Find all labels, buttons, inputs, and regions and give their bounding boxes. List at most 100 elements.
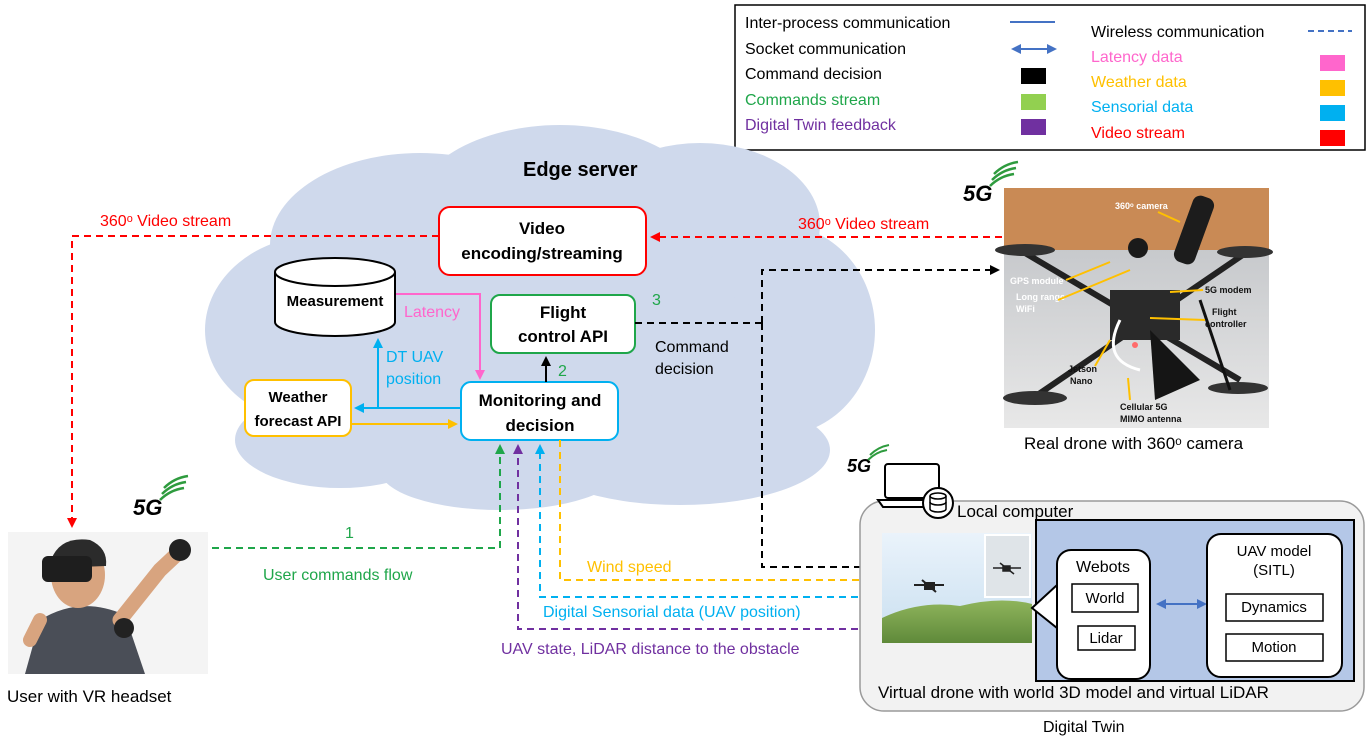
svg-text:5G: 5G (133, 495, 162, 520)
weather-forecast-api-box: Weather forecast API (244, 379, 352, 437)
legend-label-command: Command decision (745, 66, 882, 83)
edge-server-title: Edge server (523, 159, 638, 181)
weather-api-line2: forecast API (255, 413, 342, 430)
annotation-gps: GPS module (1010, 276, 1064, 286)
legend-frame (734, 4, 1366, 151)
flight-api-line1: Flight (540, 303, 587, 322)
uav-model-line1: UAV model (1237, 543, 1312, 560)
flight-control-api-box: Flight control API (490, 294, 636, 354)
laptop-database-icon (876, 463, 954, 519)
legend-label-dt-feedback: Digital Twin feedback (745, 117, 897, 134)
real-drone-caption: Real drone with 360ᵒ camera (1024, 434, 1244, 453)
annotation-antenna-2: MIMO antenna (1120, 414, 1182, 424)
step-2-label: 2 (558, 363, 567, 380)
video-box-line1: Video (519, 219, 565, 238)
annotation-modem: 5G modem (1205, 285, 1252, 295)
monitoring-line2: decision (506, 416, 575, 435)
virtual-drone-caption: Virtual drone with world 3D model and vi… (878, 683, 1269, 702)
video-stream-right-label: 360ᵒ Video stream (798, 216, 929, 233)
legend-swatch-weather (1320, 80, 1345, 96)
uav-model-box: UAV model (SITL) Dynamics Motion (1206, 533, 1343, 678)
vr-controller-left-icon (114, 618, 134, 638)
motion-label: Motion (1251, 639, 1296, 656)
legend-swatch-latency (1320, 55, 1345, 71)
webots-label: Webots (1076, 559, 1130, 576)
annotation-controller-1: Flight (1212, 307, 1237, 317)
video-box-line2: encoding/streaming (461, 244, 623, 263)
monitoring-decision-box: Monitoring and decision (460, 381, 619, 441)
legend-label-video: Video stream (1091, 125, 1185, 142)
local-computer-label: Local computer (957, 502, 1074, 521)
dynamics-module (1225, 593, 1324, 622)
annotation-jetson-2: Nano (1070, 376, 1093, 386)
legend-swatch-sensorial (1320, 105, 1345, 121)
measurement-label: Measurement (287, 293, 384, 310)
legend-label-wireless: Wireless communication (1091, 24, 1264, 41)
legend-swatch-dt-feedback (1021, 119, 1046, 135)
legend-label-commands-stream: Commands stream (745, 92, 880, 109)
annotation-jetson-1: Jetson (1068, 364, 1097, 374)
annotation-antenna-1: Cellular 5G (1120, 402, 1168, 412)
simulation-screenshot (882, 533, 1032, 643)
sensorial-data-flow (535, 444, 882, 598)
legend-label-weather: Weather data (1091, 74, 1187, 91)
legend: Inter-process communication Socket commu… (734, 4, 1366, 151)
sensorial-data-label: Digital Sensorial data (UAV position) (543, 604, 801, 621)
real-drone-photo: 360ᵒ camera GPS module Long range WiFi 5… (995, 188, 1273, 428)
wind-speed-label: Wind speed (587, 559, 672, 576)
drone-preview-icon (993, 562, 1021, 575)
five-g-badge-computer: 5G (847, 444, 890, 476)
video-encoding-box: Video encoding/streaming (438, 206, 647, 276)
legend-label-latency: Latency data (1091, 49, 1183, 66)
annotation-controller-2: controller (1205, 319, 1247, 329)
annotation-wifi-2: WiFi (1016, 304, 1035, 314)
user-commands-flow (200, 444, 505, 549)
lidar-module (1077, 625, 1136, 651)
uav-model-line2: (SITL) (1253, 562, 1295, 579)
svg-text:5G: 5G (963, 181, 992, 206)
uav-state-flow (513, 444, 882, 630)
world-label: World (1086, 590, 1125, 607)
latency-arrow (396, 293, 485, 380)
weather-api-line1: Weather (269, 389, 328, 406)
flight-api-line2: control API (518, 327, 608, 346)
command-decision-line1: Command (655, 339, 729, 356)
dt-position-line2: position (386, 371, 441, 388)
camera-icon (1173, 195, 1215, 265)
uav-state-label: UAV state, LiDAR distance to the obstacl… (501, 641, 800, 658)
svg-text:5G: 5G (847, 456, 871, 476)
digital-twin-label: Digital Twin (1043, 719, 1125, 736)
annotation-wifi-1: Long range (1016, 292, 1065, 302)
legend-label-interprocess: Inter-process communication (745, 15, 950, 32)
measurement-database: Measurement (274, 257, 396, 337)
command-to-real-drone (761, 265, 1000, 323)
virtual-drone-icon (914, 579, 944, 593)
command-decision-line2: decision (655, 361, 714, 378)
motion-module (1225, 633, 1324, 662)
webots-box: Webots World Lidar (1056, 549, 1151, 680)
legend-swatch-command (1021, 68, 1046, 84)
legend-label-socket: Socket communication (745, 41, 906, 58)
legend-swatch-video (1320, 130, 1345, 146)
five-g-badge-user: 5G (133, 474, 189, 520)
lidar-label: Lidar (1089, 630, 1122, 647)
monitoring-line1: Monitoring and (479, 391, 602, 410)
legend-swatch-commands-stream (1021, 94, 1046, 110)
five-g-badge-drone: 5G (963, 160, 1019, 206)
command-to-virtual-drone (761, 323, 878, 572)
world-module (1071, 583, 1139, 613)
step-3-label: 3 (652, 292, 661, 309)
video-stream-to-user (67, 235, 439, 528)
annotation-camera: 360ᵒ camera (1115, 201, 1169, 211)
vr-controller-icon (169, 539, 191, 561)
legend-label-sensorial: Sensorial data (1091, 99, 1193, 116)
dynamics-label: Dynamics (1241, 599, 1307, 616)
vr-headset-icon (42, 556, 92, 582)
step-1-label: 1 (345, 525, 354, 542)
video-stream-left-label: 360ᵒ Video stream (100, 213, 231, 230)
vr-user-photo (8, 532, 208, 674)
user-caption: User with VR headset (7, 687, 172, 706)
dt-position-line1: DT UAV (386, 349, 444, 366)
user-commands-label: User commands flow (263, 567, 413, 584)
